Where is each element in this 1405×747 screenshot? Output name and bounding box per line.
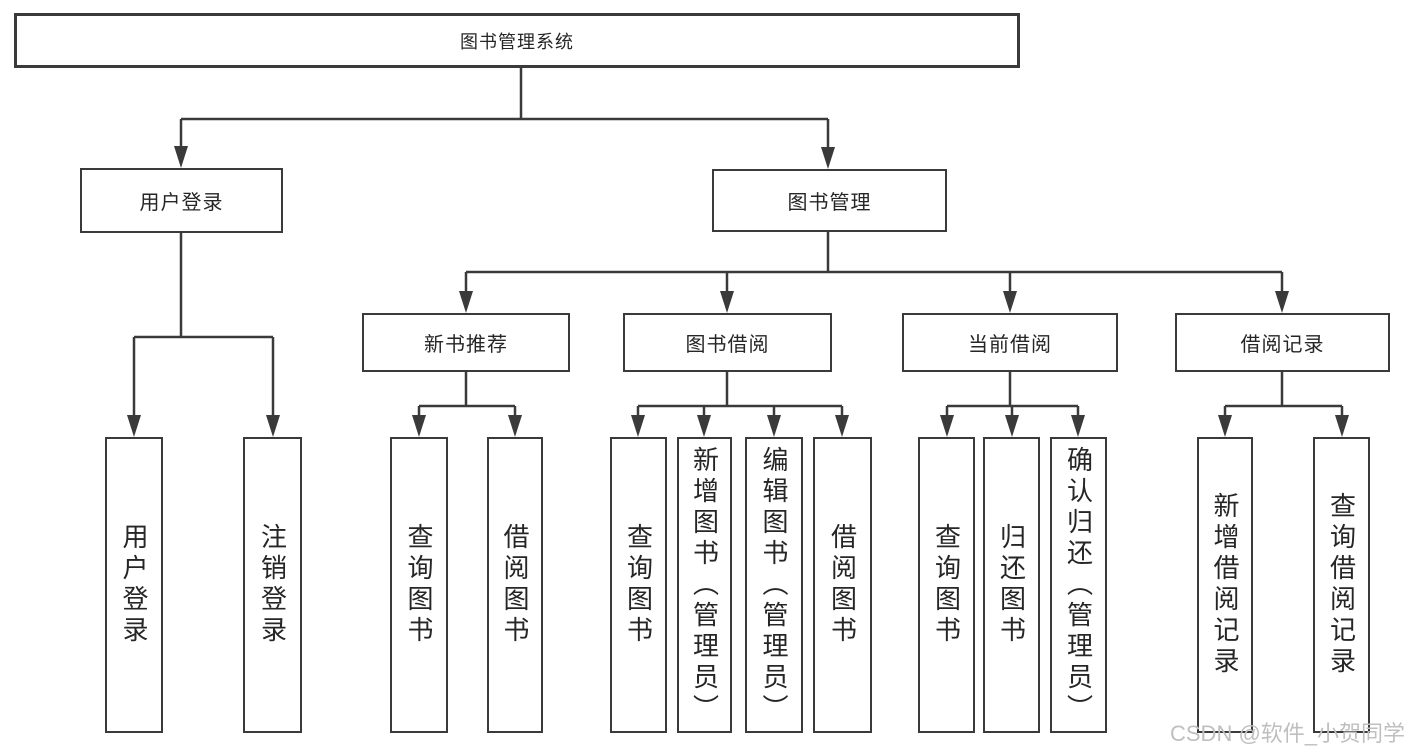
node-current-borrowing: 当前借阅 bbox=[902, 313, 1118, 372]
node-label: 新增借阅记录 bbox=[1210, 492, 1240, 678]
node-label: 查询借阅记录 bbox=[1326, 492, 1357, 678]
node-query-books-current: 查询图书 bbox=[918, 437, 975, 733]
node-label: 借阅图书 bbox=[827, 523, 858, 647]
node-query-borrow-record: 查询借阅记录 bbox=[1313, 437, 1370, 733]
node-user-login: 用户登录 bbox=[80, 168, 283, 233]
node-label: 注销登录 bbox=[257, 523, 288, 647]
node-label: 当前借阅 bbox=[968, 334, 1052, 356]
csdn-watermark: CSDN @软件_小贺同学 bbox=[1170, 721, 1405, 746]
node-borrowing-records: 借阅记录 bbox=[1175, 313, 1390, 372]
node-label: 查询图书 bbox=[623, 523, 654, 647]
node-borrow-books-recommend: 借阅图书 bbox=[487, 437, 543, 733]
node-label: 用户登录 bbox=[139, 192, 224, 214]
node-book-management: 图书管理 bbox=[712, 169, 947, 232]
node-return-books: 归还图书 bbox=[983, 437, 1040, 733]
node-label: 查询图书 bbox=[931, 523, 962, 647]
node-label: 图书借阅 bbox=[685, 334, 770, 356]
node-label: 查询图书 bbox=[404, 523, 434, 647]
node-label: 借阅图书 bbox=[500, 523, 530, 647]
node-label: 借阅记录 bbox=[1240, 334, 1325, 356]
node-label: 新书推荐 bbox=[424, 334, 508, 356]
node-borrow-books-borrowing: 借阅图书 bbox=[813, 437, 872, 733]
node-new-book-recommendation: 新书推荐 bbox=[362, 313, 570, 372]
node-book-borrowing: 图书借阅 bbox=[623, 313, 832, 372]
node-label: 图书管理系统 bbox=[460, 31, 574, 52]
node-query-books-recommend: 查询图书 bbox=[390, 437, 448, 733]
node-logout-action: 注销登录 bbox=[243, 437, 302, 733]
node-confirm-return-admin: 确认归还（管理员） bbox=[1050, 437, 1107, 733]
node-label: 编辑图书（管理员） bbox=[759, 445, 789, 725]
node-user-login-action: 用户登录 bbox=[105, 437, 163, 733]
node-label: 用户登录 bbox=[119, 523, 149, 647]
node-label: 归还图书 bbox=[996, 523, 1027, 647]
node-add-borrow-record: 新增借阅记录 bbox=[1197, 437, 1253, 733]
node-query-books-borrowing: 查询图书 bbox=[610, 437, 667, 733]
node-label: 图书管理 bbox=[787, 192, 872, 214]
node-library-management-system: 图书管理系统 bbox=[14, 13, 1020, 68]
node-edit-books-admin: 编辑图书（管理员） bbox=[745, 437, 803, 733]
node-label: 新增图书（管理员） bbox=[689, 445, 720, 725]
node-label: 确认归还（管理员） bbox=[1063, 445, 1094, 725]
node-add-books-admin: 新增图书（管理员） bbox=[677, 437, 732, 733]
